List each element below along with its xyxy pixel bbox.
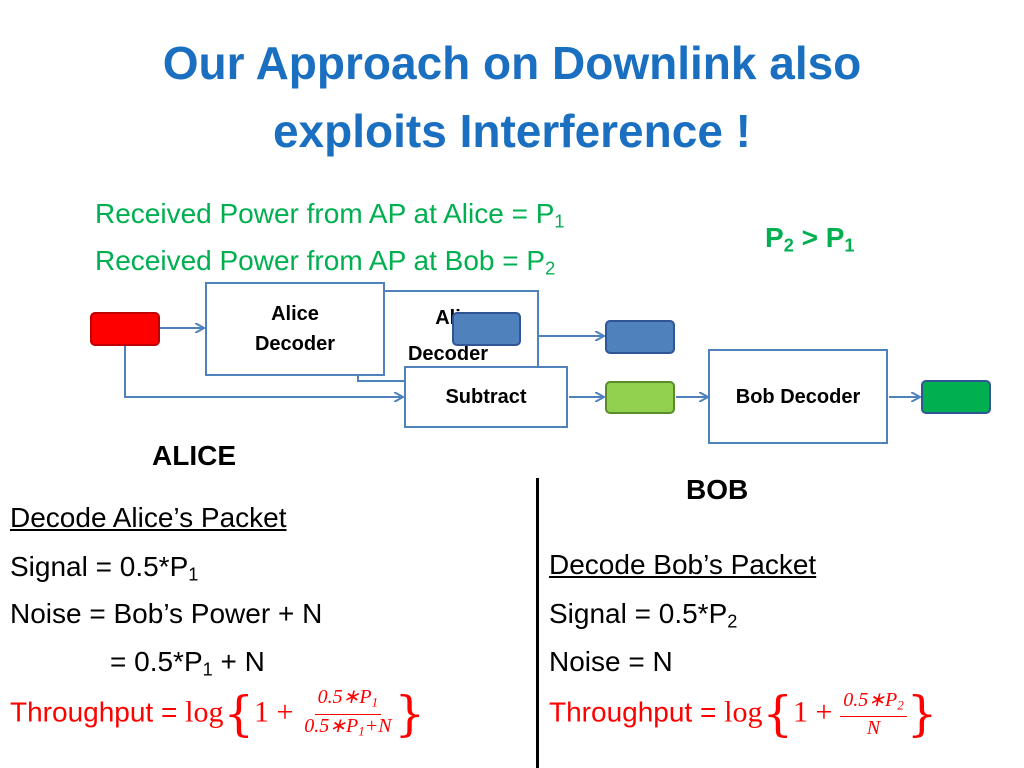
residual-packet [605,381,675,414]
alice-num-pre: 0.5∗P [317,686,372,709]
alice-signal: Signal = 0.5*P1 [10,550,198,592]
alice-den-post: +N [364,714,392,737]
relation-p: P [765,222,784,253]
alice-den-pre: 0.5∗P [304,714,359,737]
alice-decoder-label: Alice Decoder [255,299,335,359]
bob-signal: Signal = 0.5*P2 [549,597,737,639]
column-divider [536,478,539,768]
alice-decoder-line2: Decoder [254,333,336,355]
received-power-bob: Received Power from AP at Bob = P2 [95,245,555,285]
alice-noise-value-sub: 1 [202,659,213,680]
alice-fraction: 0.5∗P1 0.5∗P1+N [301,686,394,742]
alice-throughput: Throughput = log{1 + 0.5∗P1 0.5∗P1+N } [10,686,425,742]
bob-fraction-denominator: N [866,717,881,740]
alice-noise-value-pre: = 0.5*P [110,646,203,677]
bob-num-pre: 0.5∗P [843,688,898,711]
received-power-alice-text: Received Power from AP at Alice = P [95,198,555,229]
subtract-box: Subtract [404,366,568,428]
received-power-bob-text: Received Power from AP at Bob = P [95,245,546,276]
bob-fraction: 0.5∗P2 N [840,688,907,740]
relation-op: > P [793,222,845,253]
subtract-label: Subtract [445,386,527,408]
alice-throughput-label: Throughput = [10,696,186,728]
alice-signal-text: Signal = 0.5*P [10,551,189,582]
alice-label: ALICE [152,440,236,471]
bob-log: log [724,695,763,729]
received-power-bob-sub: 2 [545,258,556,279]
received-power-alice-sub: 1 [554,211,565,232]
page-title-line-1: Our Approach on Downlink also [162,37,862,89]
power-relation: P2 > P1 [765,222,855,257]
alice-heading: Decode Alice’s Packet [10,502,287,533]
bob-decoder-label: Bob Decoder [735,385,861,408]
alice-decoder-line1: Alice [271,303,319,325]
received-power-alice: Received Power from AP at Alice = P1 [95,198,565,238]
bob-close-brace: } [906,686,938,742]
relation-left-sub: 2 [783,235,794,256]
alice-fraction-denominator: 0.5∗P1+N [301,715,394,742]
alice-den-sub: 1 [358,722,365,738]
bob-throughput: Throughput = log{1 + 0.5∗P2 N } [549,686,937,742]
input-packet [90,312,160,346]
bob-one-plus: 1 + [793,695,833,729]
page-title-line-2: exploits Interference ! [272,105,752,157]
alice-close-brace: } [394,686,426,742]
decoded-alice-packet [605,320,675,354]
bob-noise: Noise = N [549,646,673,677]
alice-signal-sub: 1 [188,564,199,585]
bob-heading: Decode Bob’s Packet [549,549,817,580]
bob-label: BOB [686,474,749,505]
alice-noise: Noise = Bob’s Power + N [10,598,323,629]
arrow-input-to-subtract [124,346,402,397]
bob-signal-sub: 2 [727,611,738,632]
decoded-bob-packet [921,380,991,414]
alice-noise-value: = 0.5*P1 + N [110,645,265,687]
bob-throughput-label: Throughput = [549,696,725,728]
bob-fraction-numerator: 0.5∗P2 [840,688,907,718]
relation-right-sub: 1 [844,235,855,256]
bob-decoder-box: Bob Decoder [708,349,888,444]
alice-fraction-numerator: 0.5∗P1 [314,686,382,715]
alice-one-plus: 1 + [254,695,294,729]
alice-open-brace: { [223,686,255,742]
decoded-alice-packet-overlay [452,312,521,346]
bob-open-brace: { [762,686,794,742]
alice-decoder-back-line2: Decoder [407,343,489,365]
alice-log: log [185,695,224,729]
alice-num-sub: 1 [371,694,379,710]
bob-num-sub: 2 [897,697,904,713]
bob-signal-text: Signal = 0.5*P [549,598,728,629]
alice-decoder-box: Alice Decoder [205,282,385,376]
alice-noise-value-post: + N [212,646,265,677]
